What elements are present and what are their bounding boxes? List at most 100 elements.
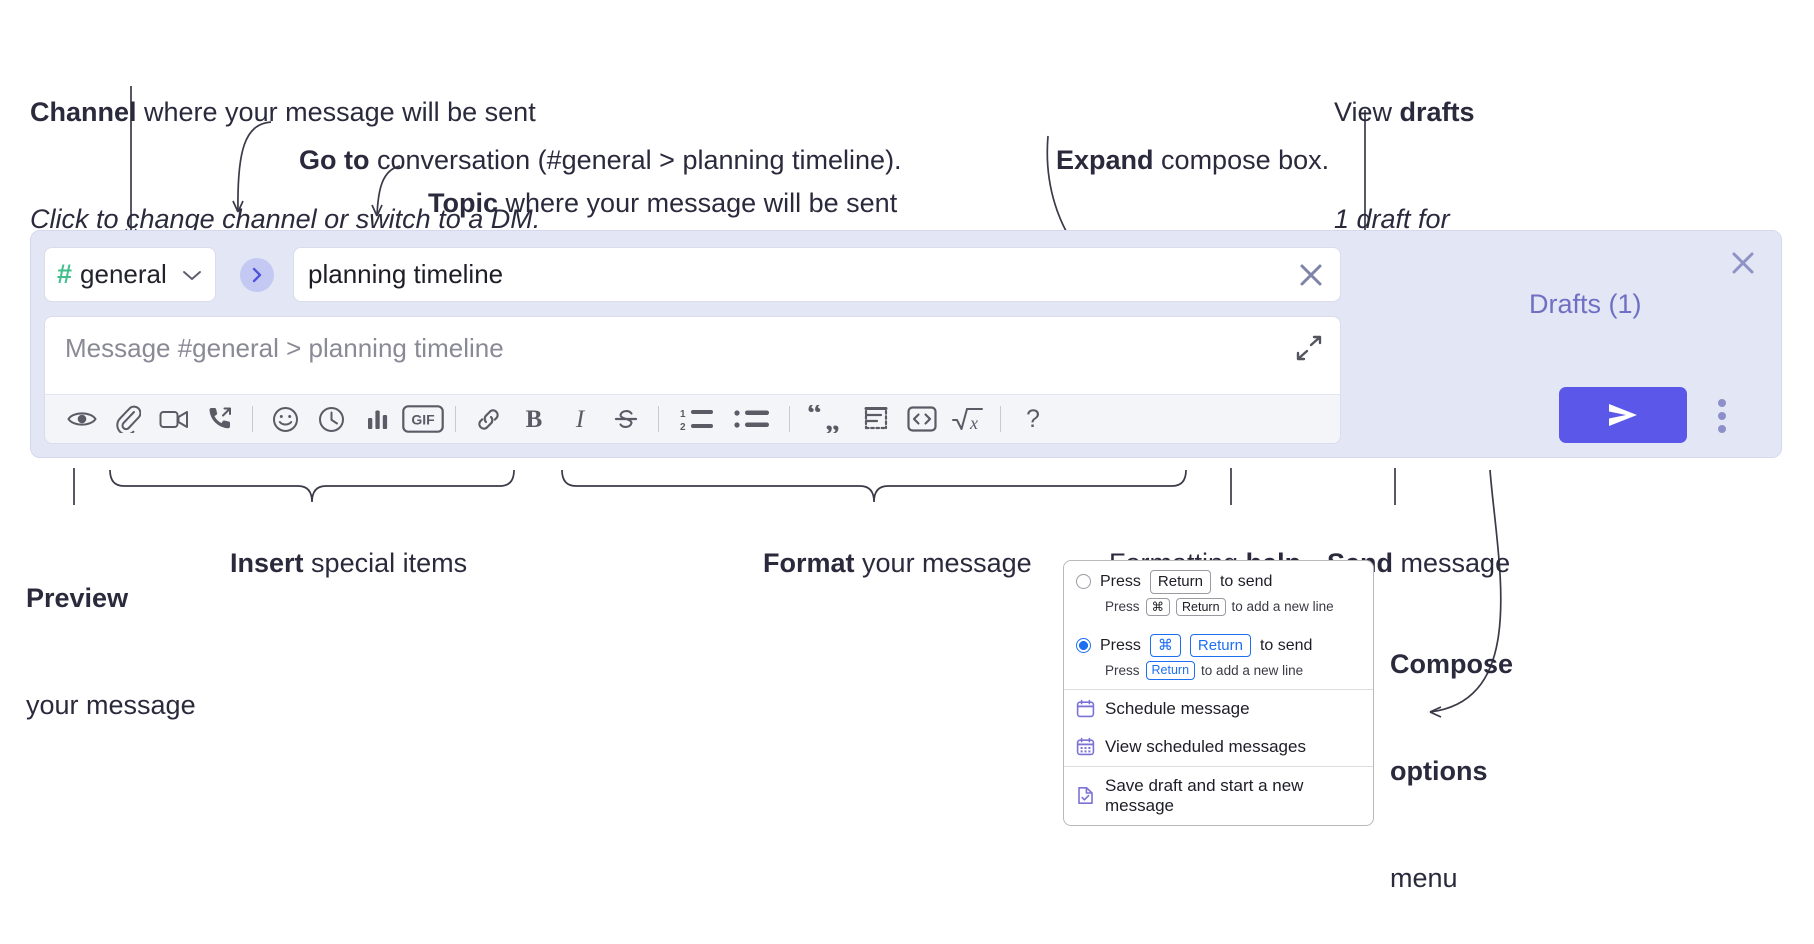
key-return: Return [1189, 633, 1251, 658]
annotation-format-rest: your message [854, 547, 1032, 578]
svg-text:„: „ [825, 405, 840, 433]
topic-input[interactable]: planning timeline [293, 247, 1341, 302]
annotation-preview: Preview your message [26, 510, 196, 759]
annotation-expand-rest: compose box. [1153, 144, 1330, 175]
go-to-conversation-button[interactable] [240, 258, 274, 292]
send-icon [1609, 404, 1637, 426]
menu-option2-sub-post: to add a new line [1201, 662, 1304, 678]
audio-call-icon[interactable] [197, 399, 243, 439]
annotation-goto: Go to conversation (#general > planning … [284, 107, 902, 178]
menu-item-view-scheduled-messages[interactable]: View scheduled messages [1064, 728, 1373, 766]
annotation-format: Format your message [748, 510, 1032, 581]
link-icon[interactable] [465, 399, 511, 439]
bulleted-list-icon[interactable] [724, 399, 780, 439]
close-icon[interactable] [1296, 260, 1326, 290]
latex-icon[interactable]: x [945, 399, 991, 439]
menu-option2-pre: Press [1100, 636, 1141, 654]
menu-item-label: Save draft and start a new message [1105, 775, 1304, 815]
annotation-insert-bold: Insert [230, 547, 304, 578]
annotation-drafts-pre: View [1334, 97, 1400, 128]
annotation-channel-rest: where your message will be sent [136, 97, 536, 128]
video-icon[interactable] [151, 399, 197, 439]
annotation-send-rest: message [1393, 547, 1511, 578]
key-return: Return [1145, 661, 1196, 680]
drafts-link[interactable]: Drafts (1) [1529, 289, 1642, 319]
annotation-expand-bold: Expand [1056, 144, 1154, 175]
message-composer: Message #general > planning timeline [44, 316, 1341, 444]
calendar-icon [1076, 699, 1095, 718]
menu-option-return-to-send[interactable]: Press Return to send [1064, 561, 1373, 598]
clock-icon[interactable] [308, 399, 354, 439]
kebab-dot [1718, 399, 1726, 407]
svg-text:I: I [575, 406, 586, 433]
attachment-icon[interactable] [105, 399, 151, 439]
annotation-compose-options-bold2: options [1390, 756, 1488, 787]
kebab-dot [1718, 425, 1726, 433]
menu-option1-post: to send [1219, 572, 1273, 590]
code-block-icon[interactable] [853, 399, 899, 439]
channel-selector[interactable]: # general [44, 247, 216, 302]
menu-item-label: Schedule message [1105, 698, 1250, 718]
menu-item-schedule-message[interactable]: Schedule message [1064, 690, 1373, 728]
bold-icon[interactable]: B [511, 399, 557, 439]
message-input[interactable]: Message #general > planning timeline [44, 316, 1341, 394]
menu-option2-sub-pre: Press [1105, 662, 1140, 678]
menu-option-cmd-return-to-send[interactable]: Press ⌘ Return to send [1064, 625, 1373, 662]
annotation-channel-bold: Channel [30, 97, 137, 128]
italic-icon[interactable]: I [557, 399, 603, 439]
message-placeholder: Message #general > planning timeline [65, 333, 504, 363]
menu-divider [1064, 765, 1373, 767]
annotation-channel: Channel where your message will be sent … [30, 24, 540, 273]
radio-selected[interactable] [1076, 638, 1091, 653]
radio-unselected[interactable] [1076, 574, 1091, 590]
annotation-channel-italic: Click to change channel or switch to a D… [30, 204, 541, 235]
kebab-dot [1718, 412, 1726, 420]
toolbar-divider [455, 406, 456, 432]
code-icon[interactable] [899, 399, 945, 439]
chevron-right-icon [252, 267, 262, 283]
annotation-topic-rest: where your message will be sent [498, 187, 898, 218]
chevron-down-icon [181, 268, 203, 282]
annotation-insert-rest: special items [303, 547, 468, 578]
menu-option2-subtext: Press Return to add a new line [1064, 661, 1373, 688]
svg-text:1: 1 [680, 409, 686, 420]
preview-icon[interactable] [59, 399, 105, 439]
toolbar-divider [789, 406, 790, 432]
annotation-preview-rest: your message [26, 690, 196, 721]
svg-text:?: ? [1026, 405, 1040, 433]
poll-icon[interactable] [354, 399, 400, 439]
annotation-preview-bold: Preview [26, 583, 129, 614]
compose-options-button[interactable] [1711, 396, 1733, 436]
key-return: Return [1176, 597, 1226, 616]
blockquote-icon[interactable]: “„ [799, 399, 853, 439]
save-draft-icon [1076, 786, 1095, 805]
strikethrough-icon[interactable] [603, 399, 649, 439]
annotation-format-bold: Format [763, 547, 855, 578]
channel-name: general [80, 259, 167, 289]
annotation-compose-options-bold1: Compose [1390, 649, 1514, 680]
emoji-icon[interactable] [262, 399, 308, 439]
annotation-compose-options-rest: menu [1390, 863, 1458, 893]
send-button[interactable] [1559, 387, 1687, 443]
menu-option1-sub-post: to add a new line [1231, 599, 1334, 615]
menu-item-label: View scheduled messages [1105, 736, 1306, 756]
annotation-drafts-bold: drafts [1399, 97, 1475, 128]
annotation-expand: Expand compose box. [1041, 107, 1329, 178]
annotation-compose-options: Compose options menu [1390, 576, 1513, 932]
key-command: ⌘ [1149, 633, 1181, 658]
calendar-grid-icon [1076, 737, 1095, 756]
help-icon[interactable]: ? [1010, 399, 1056, 439]
menu-item-save-draft[interactable]: Save draft and start a new message [1064, 767, 1373, 825]
annotation-topic-bold: Topic [428, 187, 499, 218]
annotation-drafts-italic1: 1 draft for [1334, 204, 1450, 235]
gif-icon[interactable]: GIF [400, 399, 446, 439]
svg-text:x: x [969, 413, 978, 433]
close-panel-icon[interactable] [1727, 247, 1759, 279]
menu-option2-post: to send [1259, 636, 1313, 654]
toolbar-divider [1000, 406, 1001, 432]
expand-icon[interactable] [1294, 333, 1324, 363]
compose-options-menu: Press Return to send Press ⌘ Return to a… [1063, 560, 1374, 826]
annotation-insert: Insert special items [215, 510, 467, 581]
